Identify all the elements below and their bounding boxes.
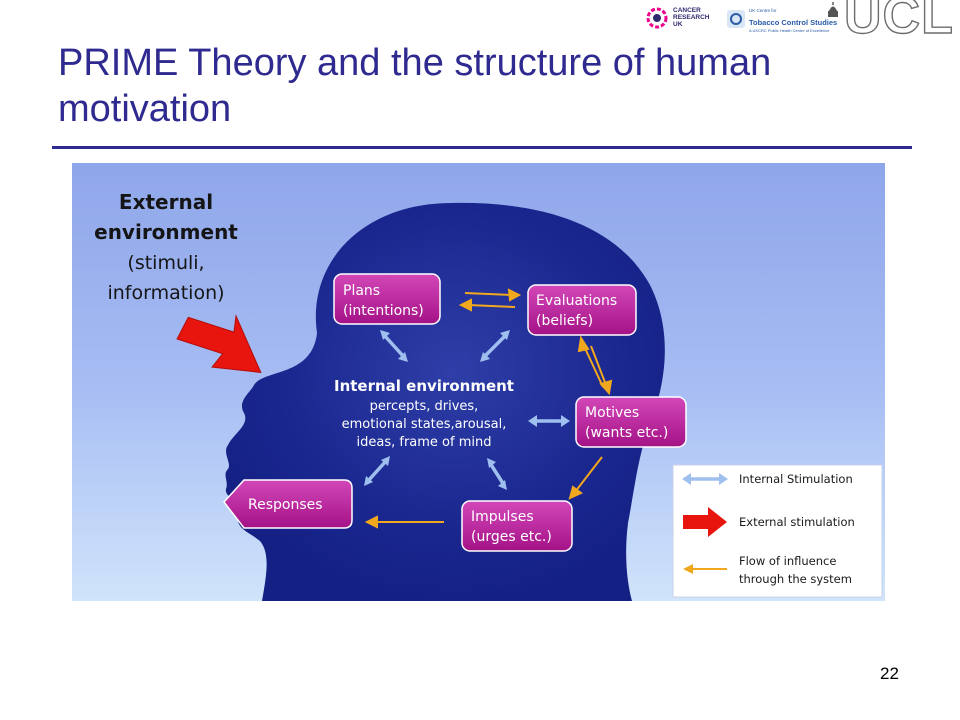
svg-text:through the system: through the system [739, 572, 852, 586]
svg-text:Flow of influence: Flow of influence [739, 554, 836, 568]
svg-text:(wants etc.): (wants etc.) [585, 425, 668, 441]
ucl-logo: UCL [843, 0, 954, 46]
arrowhead-icon [364, 476, 373, 486]
legend-internal-icon [682, 473, 728, 485]
arrowhead-icon [364, 515, 378, 529]
tobacco-control-studies-logo: UK Centre for Tobacco Control Studies A … [726, 4, 837, 34]
internal-arrow-impulses [488, 461, 506, 487]
arrowhead-icon [458, 298, 472, 312]
svg-text:Evaluations: Evaluations [536, 293, 617, 309]
plans-to-evaluations-arrow [464, 292, 513, 296]
motives-to-impulses-arrow [574, 456, 603, 493]
flow-arrows [364, 288, 613, 529]
internal-arrow-evaluations [482, 333, 508, 359]
cancer-research-logo-icon [646, 7, 668, 29]
evaluations-to-plans-arrow [467, 304, 516, 308]
svg-text:Plans: Plans [343, 283, 380, 299]
ucl-dome-icon [828, 2, 838, 17]
svg-text:Internal Stimulation: Internal Stimulation [739, 472, 853, 486]
legend-flow-icon [683, 564, 727, 574]
responses-box: Responses [223, 479, 353, 529]
title-divider [52, 146, 912, 149]
svg-text:Motives: Motives [585, 405, 639, 421]
internal-arrow-responses [366, 459, 388, 483]
cancer-research-uk-logo: CANCER RESEARCH UK [646, 4, 716, 34]
tobacco-logo-icon [727, 10, 745, 28]
arrowhead-icon [568, 485, 583, 500]
svg-text:percepts, drives,: percepts, drives, [370, 399, 479, 414]
arrowhead-icon [500, 330, 510, 340]
svg-text:(beliefs): (beliefs) [536, 313, 593, 329]
svg-text:(intentions): (intentions) [343, 303, 424, 319]
arrowhead-icon [487, 458, 496, 468]
arrowhead-icon [381, 456, 390, 466]
svg-text:(stimuli,: (stimuli, [127, 252, 204, 274]
svg-text:External: External [119, 190, 213, 214]
svg-text:environment: environment [94, 220, 238, 244]
svg-text:Internal environment: Internal environment [334, 377, 514, 395]
impulses-box: Impulses (urges etc.) [461, 500, 573, 552]
internal-arrows [366, 333, 566, 487]
internal-environment-label: Internal environment percepts, drives, e… [334, 377, 514, 450]
svg-text:emotional states,arousal,: emotional states,arousal, [342, 417, 507, 432]
svg-text:External stimulation: External stimulation [739, 515, 855, 529]
arrowhead-icon [561, 415, 570, 427]
plans-box: Plans (intentions) [333, 273, 441, 325]
arrowhead-icon [599, 379, 613, 396]
arrowhead-icon [507, 288, 522, 302]
svg-text:(urges etc.): (urges etc.) [471, 529, 552, 545]
evaluations-to-motives-arrow [590, 345, 607, 386]
logo-bar: CANCER RESEARCH UK UK Centre for Tobacco… [636, 0, 960, 46]
arrowhead-icon [577, 335, 590, 353]
svg-text:Impulses: Impulses [471, 509, 534, 525]
page-title: PRIME Theory and the structure of human … [58, 42, 772, 130]
arrowhead-icon [480, 352, 490, 362]
arrowhead-icon [380, 330, 390, 340]
page-number: 22 [880, 664, 899, 683]
internal-arrowheads [364, 330, 570, 490]
arrowhead-icon [528, 415, 537, 427]
external-environment-label: External environment (stimuli, informati… [94, 190, 238, 304]
arrowhead-icon [498, 480, 507, 490]
legend: Internal Stimulation External stimulatio… [672, 464, 883, 598]
svg-text:information): information) [107, 282, 224, 304]
legend-external-icon [683, 507, 727, 537]
arrowhead-icon [398, 352, 408, 362]
internal-arrow-plans [382, 333, 406, 359]
prime-theory-diagram: External environment (stimuli, informati… [72, 163, 885, 601]
svg-text:ideas, frame of mind: ideas, frame of mind [357, 435, 492, 450]
motives-to-evaluations-arrow [583, 345, 604, 388]
external-stimulation-arrow [176, 314, 262, 374]
motives-box: Motives (wants etc.) [575, 396, 687, 448]
evaluations-box: Evaluations (beliefs) [527, 284, 637, 336]
svg-text:Responses: Responses [248, 497, 323, 513]
